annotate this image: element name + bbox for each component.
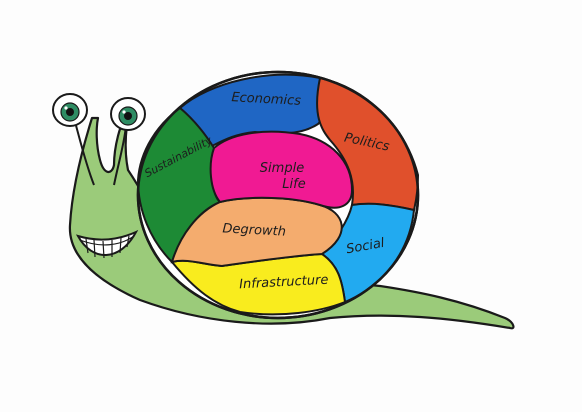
right-eye xyxy=(110,97,146,131)
label-degrowth: Degrowth xyxy=(222,221,286,239)
shell-rim xyxy=(136,70,420,320)
label-infrastructure: Infrastructure xyxy=(239,273,329,293)
snail-smile xyxy=(75,229,139,259)
label-social: Social xyxy=(345,236,386,258)
label-simple-life-line2: Life xyxy=(282,177,305,192)
segment-simple-life xyxy=(209,130,354,209)
label-simple-life-line1: Simple xyxy=(260,161,304,176)
label-economics: Economics xyxy=(231,90,302,109)
left-eye xyxy=(52,93,88,127)
